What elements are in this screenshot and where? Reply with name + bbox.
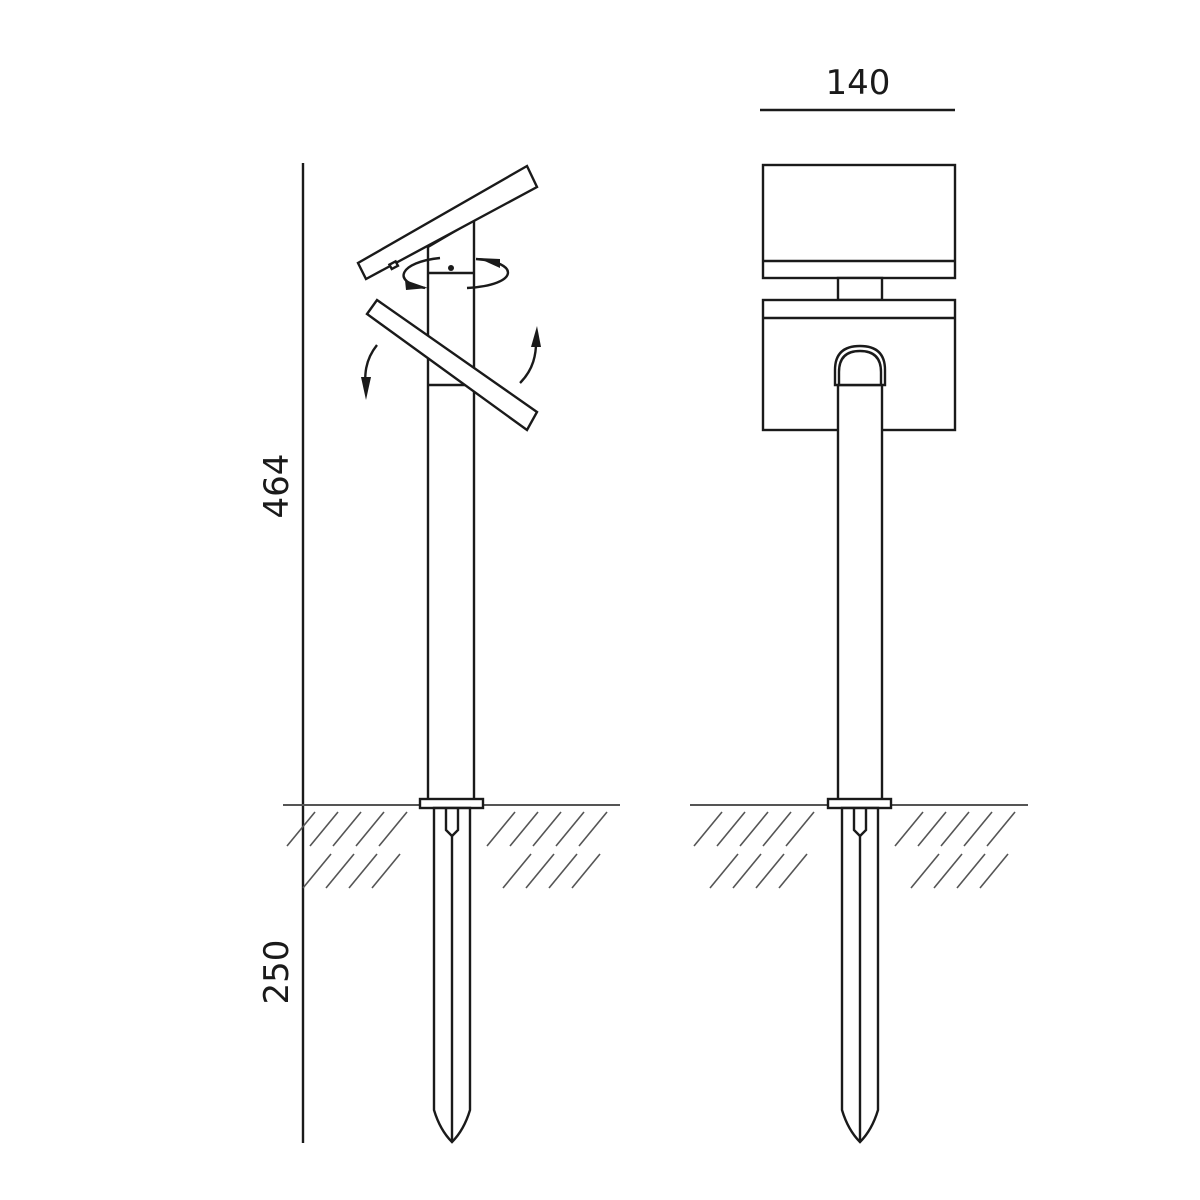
hatch-line xyxy=(532,811,562,847)
hatch-line xyxy=(894,811,924,847)
hatch-line xyxy=(525,853,555,889)
front-pole xyxy=(836,383,884,802)
hatch-line xyxy=(371,853,401,889)
front-view xyxy=(761,163,957,1144)
hatch-line xyxy=(571,853,601,889)
hatch-line xyxy=(709,853,739,889)
height-label: 464 xyxy=(257,454,297,519)
hatch-line xyxy=(778,853,808,889)
hatch-line xyxy=(309,811,339,847)
hatch-line xyxy=(502,853,532,889)
hatch-line xyxy=(739,811,769,847)
hatch-line xyxy=(762,811,792,847)
solar-panel xyxy=(356,164,539,281)
hatch-line xyxy=(716,811,746,847)
side-view xyxy=(356,164,541,1144)
hatch-line xyxy=(940,811,970,847)
hatch-line xyxy=(917,811,947,847)
hatch-line xyxy=(325,853,355,889)
hatch-line xyxy=(732,853,762,889)
hatch-line xyxy=(963,811,993,847)
hatch-line xyxy=(785,811,815,847)
width-label: 140 xyxy=(826,63,891,103)
hatch-line xyxy=(555,811,585,847)
hatch-line xyxy=(302,853,332,889)
side-pole xyxy=(426,217,476,802)
hatch-line xyxy=(755,853,785,889)
hatch-line xyxy=(933,853,963,889)
hatch-line xyxy=(355,811,385,847)
hatch-line xyxy=(956,853,986,889)
spike-depth-label: 250 xyxy=(257,940,297,1005)
hatch-line xyxy=(979,853,1009,889)
ground-hatching xyxy=(286,811,1016,889)
hatch-line xyxy=(548,853,578,889)
hatch-line xyxy=(486,811,516,847)
hatch-line xyxy=(910,853,940,889)
hatch-line xyxy=(693,811,723,847)
hatch-line xyxy=(286,811,316,847)
hatch-line xyxy=(348,853,378,889)
hatch-line xyxy=(509,811,539,847)
hatch-line xyxy=(578,811,608,847)
hatch-line xyxy=(332,811,362,847)
hatch-line xyxy=(378,811,408,847)
hatch-line xyxy=(986,811,1016,847)
lamp-head xyxy=(365,298,539,432)
front-solar-panel xyxy=(761,163,957,280)
